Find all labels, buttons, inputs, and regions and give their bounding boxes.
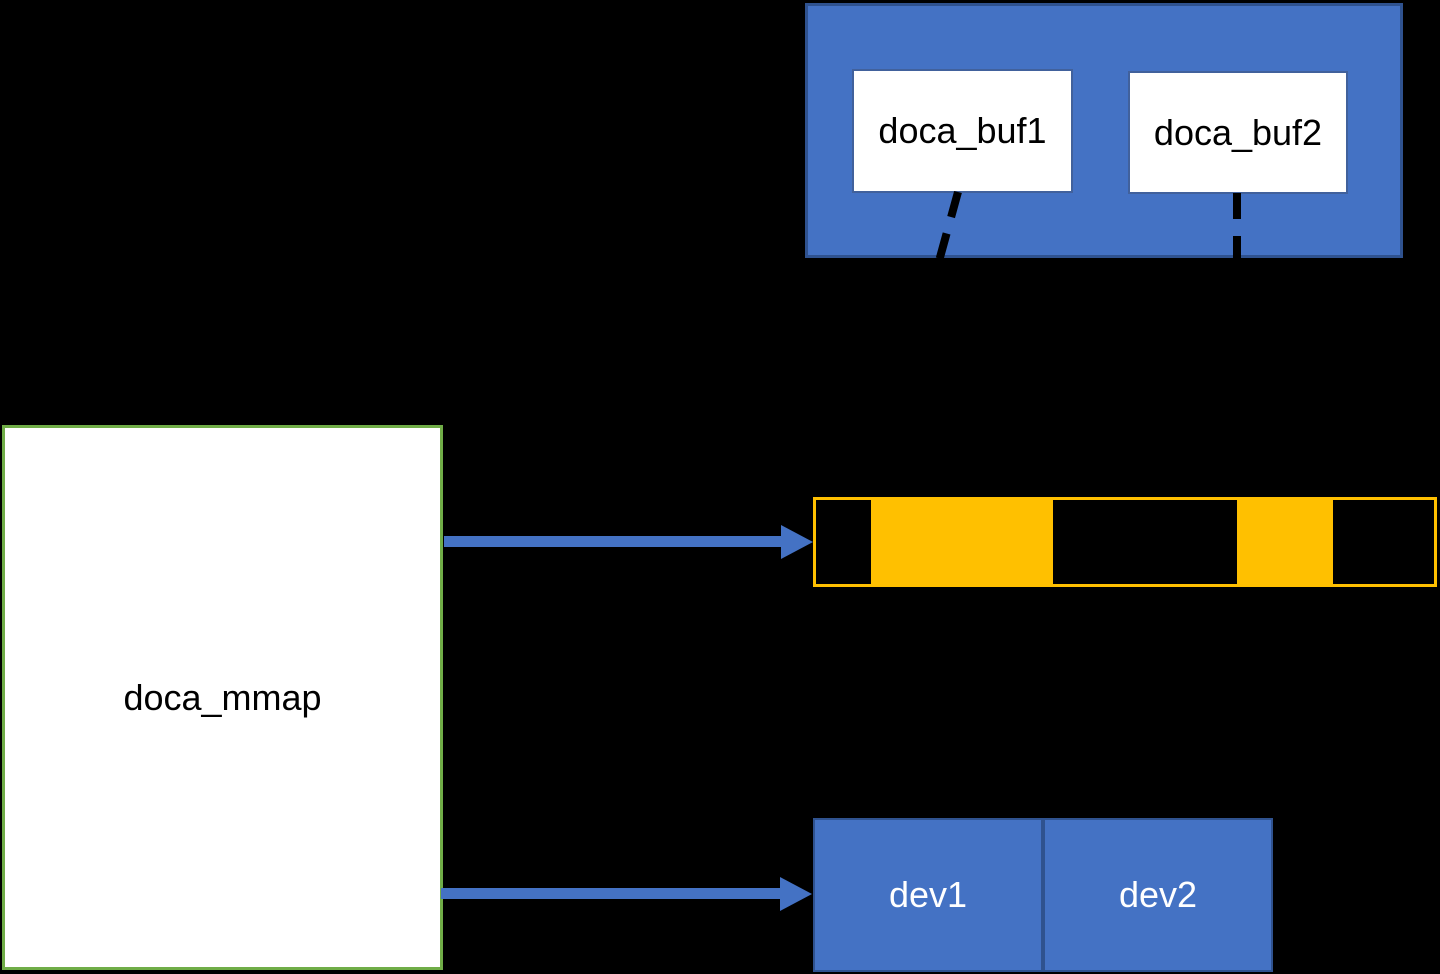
memory-segment-highlighted <box>871 500 1053 584</box>
memory-segment-empty <box>1053 500 1237 584</box>
mmap-to-devices-arrow <box>441 877 812 911</box>
doca-buf1-label: doca_buf1 <box>878 110 1047 151</box>
doca-buf2-label: doca_buf2 <box>1153 111 1323 153</box>
doca-buf2-box: doca_buf2 <box>1128 71 1348 194</box>
dev2-box: dev2 <box>1043 818 1273 972</box>
dev2-label: dev2 <box>1118 874 1198 915</box>
memory-range-bar <box>813 497 1437 587</box>
mmap-to-memory-arrow <box>444 525 813 559</box>
memory-segment-empty <box>1333 500 1434 584</box>
doca-mmap-label: doca_mmap <box>123 676 322 718</box>
memory-segment-empty <box>816 500 871 584</box>
dev1-box: dev1 <box>813 818 1043 972</box>
doca-buf-container: doca_buf1 doca_buf2 <box>805 3 1403 258</box>
memory-segment-highlighted <box>1237 500 1333 584</box>
dev1-label: dev1 <box>888 874 968 915</box>
doca-mmap-box: doca_mmap <box>2 425 443 970</box>
doca-buf1-box: doca_buf1 <box>852 69 1073 193</box>
